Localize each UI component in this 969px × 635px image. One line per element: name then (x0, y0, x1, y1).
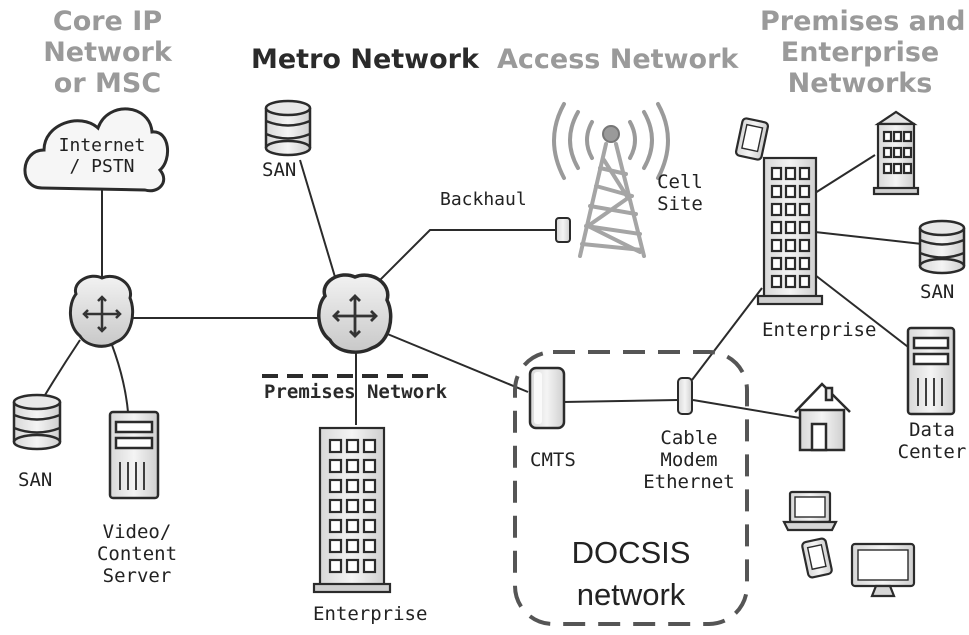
cable-modem-ethernet-label: Cable Modem Ethernet (636, 427, 742, 494)
cell-tower-icon (552, 102, 670, 258)
internet-pstn-label: Internet / PSTN (44, 135, 160, 177)
label-line: Site (657, 192, 703, 215)
data-center-label: Data Center (896, 419, 968, 464)
backhaul-label: Backhaul (440, 189, 527, 210)
link-core-video-server (111, 344, 129, 413)
docsis-network-label: DOCSIS network (540, 532, 722, 616)
label-line: DOCSIS (571, 535, 691, 570)
enterprise-bottom-building-icon (312, 426, 392, 594)
label-line: Cell (657, 171, 703, 193)
label-line: Internet (58, 135, 146, 156)
san-metro-icon (264, 99, 312, 157)
metro-router-icon (317, 273, 393, 354)
link-metro-cmts (384, 332, 529, 393)
label-line: Modem (660, 448, 718, 471)
data-center-server-icon (906, 326, 956, 416)
cell-site-label: Cell Site (652, 171, 708, 216)
heading-core-ip-network: Core IP Network or MSC (40, 6, 175, 99)
phone-top-icon (734, 117, 770, 161)
heading-line: Enterprise (780, 37, 940, 69)
label-line: Data (909, 419, 955, 441)
enterprise-right-building-icon (756, 156, 824, 306)
docsis-boundary (513, 350, 749, 626)
label-line: Ethernet (643, 470, 735, 493)
link-modem-enterprise (691, 287, 763, 381)
monitor-icon (850, 542, 916, 598)
cable-modem-icon (677, 377, 693, 415)
laptop-icon (782, 490, 838, 532)
heading-line: Network (43, 37, 172, 69)
san-metro-label: SAN (262, 159, 297, 181)
heading-metro-network: Metro Network (251, 44, 479, 75)
heading-line: or MSC (53, 68, 162, 100)
phone-bottom-icon (801, 537, 833, 579)
cmts-label: CMTS (530, 449, 576, 471)
label-line: Content (96, 542, 178, 565)
backhaul-device-icon (555, 217, 571, 243)
san-core-icon (12, 393, 62, 451)
heading-access-network: Access Network (497, 44, 739, 75)
link-metro-san (299, 159, 339, 288)
san-core-label: SAN (18, 469, 53, 491)
link-cmts-modem (562, 399, 679, 403)
heading-premises-enterprise: Premises and Enterprise Networks (760, 6, 966, 100)
label-line: / PSTN (69, 155, 135, 177)
heading-line: Premises and (760, 6, 966, 37)
link-modem-house (692, 399, 801, 419)
link-enterprise-datacenter (814, 274, 913, 351)
label-line: Server (102, 564, 172, 587)
core-router-icon (69, 274, 135, 348)
cmts-icon (528, 366, 566, 430)
link-enterprise-building (814, 154, 876, 194)
label-line: network (576, 576, 686, 612)
connection-lines (41, 154, 923, 425)
premises-network-label: Premises Network (264, 381, 448, 403)
small-building-icon (872, 110, 920, 196)
label-line: Center (897, 440, 967, 463)
enterprise-right-label: Enterprise (762, 319, 877, 341)
link-enterprise-san (814, 231, 923, 245)
enterprise-bottom-label: Enterprise (313, 603, 428, 625)
house-icon (794, 382, 851, 452)
link-core-san (41, 339, 81, 401)
cloud-icon (23, 107, 169, 193)
link-backhaul (367, 229, 555, 293)
label-line: Video/ (102, 521, 172, 543)
label-line: Cable (660, 427, 718, 449)
video-content-server-label: Video/ Content Server (94, 521, 180, 588)
heading-line: Networks (787, 68, 933, 100)
san-right-icon (918, 219, 966, 275)
san-right-label: SAN (920, 281, 955, 303)
heading-line: Core IP (52, 6, 163, 37)
video-server-icon (108, 410, 160, 500)
